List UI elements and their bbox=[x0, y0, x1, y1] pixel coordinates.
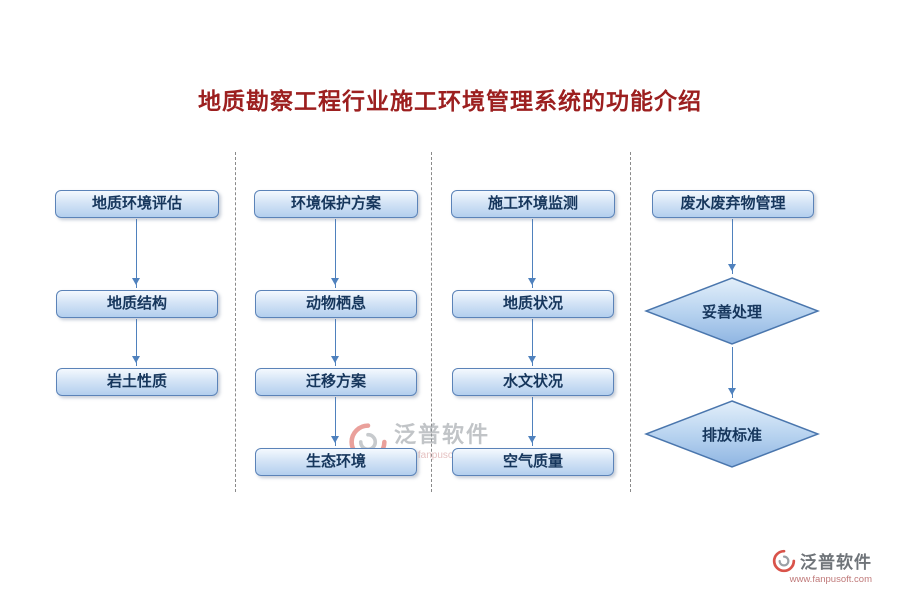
flow-node: 地质结构 bbox=[56, 290, 218, 318]
arrow-down-icon bbox=[528, 219, 536, 288]
column-divider bbox=[235, 152, 236, 492]
flow-node-header-4: 废水废弃物管理 bbox=[652, 190, 814, 218]
arrow-down-icon bbox=[132, 219, 140, 288]
flow-node-diamond: 妥善处理 bbox=[644, 276, 820, 346]
flow-node: 岩土性质 bbox=[56, 368, 218, 396]
flow-node-label: 妥善处理 bbox=[701, 304, 762, 321]
brand-text: 泛普软件 bbox=[394, 422, 491, 447]
watermark-footer: 泛普软件 www.fanpusoft.com bbox=[772, 548, 872, 585]
brand-url: www.fanpusoft.com bbox=[789, 574, 872, 585]
column-divider bbox=[431, 152, 432, 492]
flow-node: 生态环境 bbox=[255, 448, 417, 476]
arrow-down-icon bbox=[331, 319, 339, 366]
fanpu-logo-icon bbox=[772, 549, 796, 572]
arrow-down-icon bbox=[728, 347, 736, 398]
flow-node-header-1: 地质环境评估 bbox=[55, 190, 219, 218]
page-title: 地质勘察工程行业施工环境管理系统的功能介绍 bbox=[198, 89, 702, 114]
brand-text: 泛普软件 bbox=[800, 553, 872, 572]
arrow-down-icon bbox=[132, 319, 140, 366]
column-divider bbox=[630, 152, 631, 492]
flow-node: 水文状况 bbox=[452, 368, 614, 396]
arrow-down-icon bbox=[528, 319, 536, 366]
brand-url: www.fanpusoft.com bbox=[394, 450, 481, 461]
arrow-down-icon bbox=[331, 219, 339, 288]
flow-node-label: 排放标准 bbox=[701, 427, 762, 444]
flow-node-header-2: 环境保护方案 bbox=[254, 190, 418, 218]
flow-node: 空气质量 bbox=[452, 448, 614, 476]
flow-node-header-3: 施工环境监测 bbox=[451, 190, 615, 218]
arrow-down-icon bbox=[528, 397, 536, 446]
diamond-shape bbox=[644, 400, 820, 468]
arrow-down-icon bbox=[728, 219, 736, 274]
flow-node: 动物栖息 bbox=[255, 290, 417, 318]
diamond-shape bbox=[644, 277, 820, 345]
arrow-down-icon bbox=[331, 397, 339, 446]
flow-node: 迁移方案 bbox=[255, 368, 417, 396]
flow-node: 地质状况 bbox=[452, 290, 614, 318]
flow-node-diamond: 排放标准 bbox=[644, 399, 820, 469]
